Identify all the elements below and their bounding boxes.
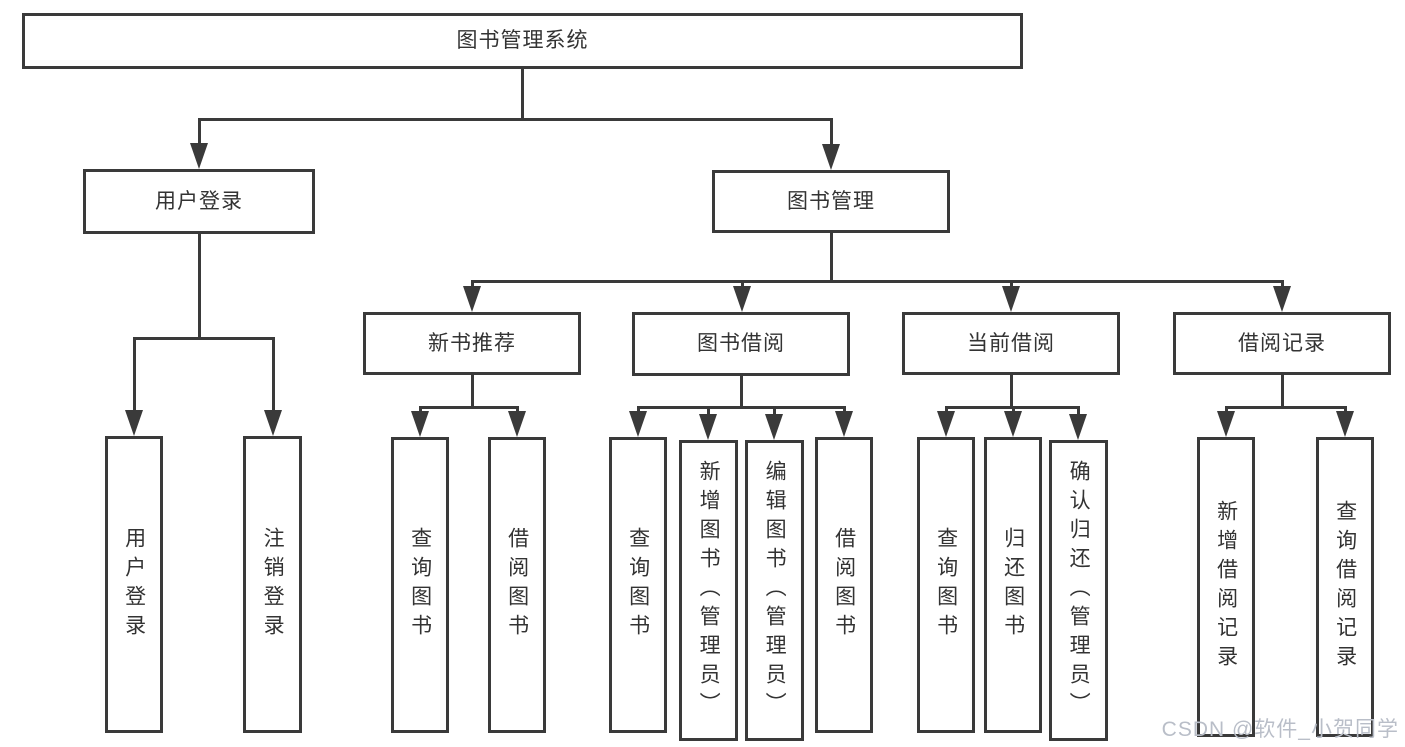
connector-root-stem <box>521 69 524 120</box>
connector-drop <box>1225 406 1228 414</box>
arrow-down-icon <box>190 143 208 169</box>
connector-drop <box>1012 406 1015 414</box>
connector-drop <box>419 406 422 414</box>
arrow-down-icon <box>125 410 143 436</box>
connector-br-stem <box>1281 375 1284 406</box>
arrow-down-icon <box>765 414 783 440</box>
leaf-br-query-record: 查询借阅记录 <box>1316 437 1374 737</box>
leaf-cb-query-books: 查询图书 <box>917 437 975 733</box>
leaf-nbr-borrow-books-label: 借阅图书 <box>505 527 529 643</box>
arrow-down-icon <box>1273 286 1291 312</box>
leaf-nbr-query-books: 查询图书 <box>391 437 449 733</box>
watermark: CSDN @软件_小贺同学 <box>1161 718 1399 741</box>
connector-drop <box>741 280 744 290</box>
connector-drop <box>471 280 474 290</box>
arrow-down-icon <box>835 411 853 437</box>
node-current-borrow: 当前借阅 <box>902 312 1120 375</box>
connector-drop <box>843 406 846 414</box>
leaf-bb-edit-books-admin: 编辑图书（管理员） <box>745 440 804 741</box>
connector-cb-stem <box>1010 375 1013 406</box>
connector-br-hline <box>1225 406 1346 409</box>
connector-drop <box>1077 406 1080 417</box>
connector-drop <box>1010 280 1013 290</box>
connector-book-mgmt-stem <box>830 233 833 280</box>
node-borrow-records: 借阅记录 <box>1173 312 1391 375</box>
connector-user-login-stem <box>198 234 201 337</box>
leaf-cb-return-books: 归还图书 <box>984 437 1042 733</box>
leaf-bb-borrow-books-label: 借阅图书 <box>832 527 856 643</box>
node-book-borrow: 图书借阅 <box>632 312 850 376</box>
arrow-down-icon <box>1336 411 1354 437</box>
connector-user-login-hline <box>133 337 275 340</box>
arrow-down-icon <box>1069 414 1087 440</box>
node-book-borrow-label: 图书借阅 <box>697 332 785 356</box>
node-book-management: 图书管理 <box>712 170 950 233</box>
leaf-nbr-borrow-books: 借阅图书 <box>488 437 546 733</box>
connector-drop <box>945 406 948 414</box>
connector-book-mgmt-drop <box>830 118 833 147</box>
connector-drop <box>1281 280 1284 290</box>
leaf-cb-return-books-label: 归还图书 <box>1001 527 1025 643</box>
arrow-down-icon <box>508 411 526 437</box>
arrow-down-icon <box>629 411 647 437</box>
leaf-br-query-record-label: 查询借阅记录 <box>1333 500 1357 674</box>
connector-drop <box>133 337 136 413</box>
connector-drop <box>516 406 519 414</box>
arrow-down-icon <box>1004 411 1022 437</box>
leaf-cb-confirm-return-admin: 确认归还（管理员） <box>1049 440 1108 741</box>
arrow-down-icon <box>937 411 955 437</box>
connector-drop <box>773 406 776 417</box>
connector-drop <box>707 406 710 417</box>
connector-level2-hline <box>198 118 833 121</box>
connector-level3-hline <box>471 280 1284 283</box>
connector-drop <box>637 406 640 414</box>
arrow-down-icon <box>699 414 717 440</box>
leaf-user-login-action: 用户登录 <box>105 436 163 733</box>
node-new-book-recommend-label: 新书推荐 <box>428 331 516 355</box>
node-book-management-label: 图书管理 <box>787 189 875 213</box>
node-new-book-recommend: 新书推荐 <box>363 312 581 375</box>
node-root-label: 图书管理系统 <box>456 29 589 53</box>
node-root: 图书管理系统 <box>22 13 1023 69</box>
arrow-down-icon <box>1002 286 1020 312</box>
node-borrow-records-label: 借阅记录 <box>1238 331 1326 355</box>
arrow-down-icon <box>264 410 282 436</box>
leaf-logout-action-label: 注销登录 <box>261 526 285 643</box>
leaf-br-add-record-label: 新增借阅记录 <box>1214 500 1238 674</box>
arrow-down-icon <box>411 411 429 437</box>
arrow-down-icon <box>1217 411 1235 437</box>
leaf-cb-confirm-return-admin-label: 确认归还（管理员） <box>1067 460 1091 721</box>
leaf-bb-add-books-admin-label: 新增图书（管理员） <box>697 460 721 721</box>
leaf-user-login-action-label: 用户登录 <box>122 526 146 643</box>
arrow-down-icon <box>463 286 481 312</box>
connector-bb-hline <box>637 406 846 409</box>
leaf-bb-borrow-books: 借阅图书 <box>815 437 873 733</box>
leaf-bb-query-books-label: 查询图书 <box>626 527 650 643</box>
connector-nbr-hline <box>419 406 519 409</box>
leaf-bb-edit-books-admin-label: 编辑图书（管理员） <box>763 460 787 721</box>
node-user-login-label: 用户登录 <box>155 189 243 213</box>
connector-drop <box>1344 406 1347 414</box>
connector-nbr-stem <box>471 375 474 406</box>
connector-drop <box>272 337 275 413</box>
arrow-down-icon <box>733 286 751 312</box>
leaf-logout-action: 注销登录 <box>243 436 302 733</box>
leaf-bb-add-books-admin: 新增图书（管理员） <box>679 440 738 741</box>
connector-user-login-drop <box>198 118 201 146</box>
arrow-down-icon <box>822 144 840 170</box>
leaf-cb-query-books-label: 查询图书 <box>934 527 958 643</box>
leaf-br-add-record: 新增借阅记录 <box>1197 437 1255 737</box>
leaf-bb-query-books: 查询图书 <box>609 437 667 733</box>
connector-bb-stem <box>740 376 743 406</box>
node-user-login: 用户登录 <box>83 169 315 234</box>
node-current-borrow-label: 当前借阅 <box>967 331 1055 355</box>
leaf-nbr-query-books-label: 查询图书 <box>408 527 432 643</box>
